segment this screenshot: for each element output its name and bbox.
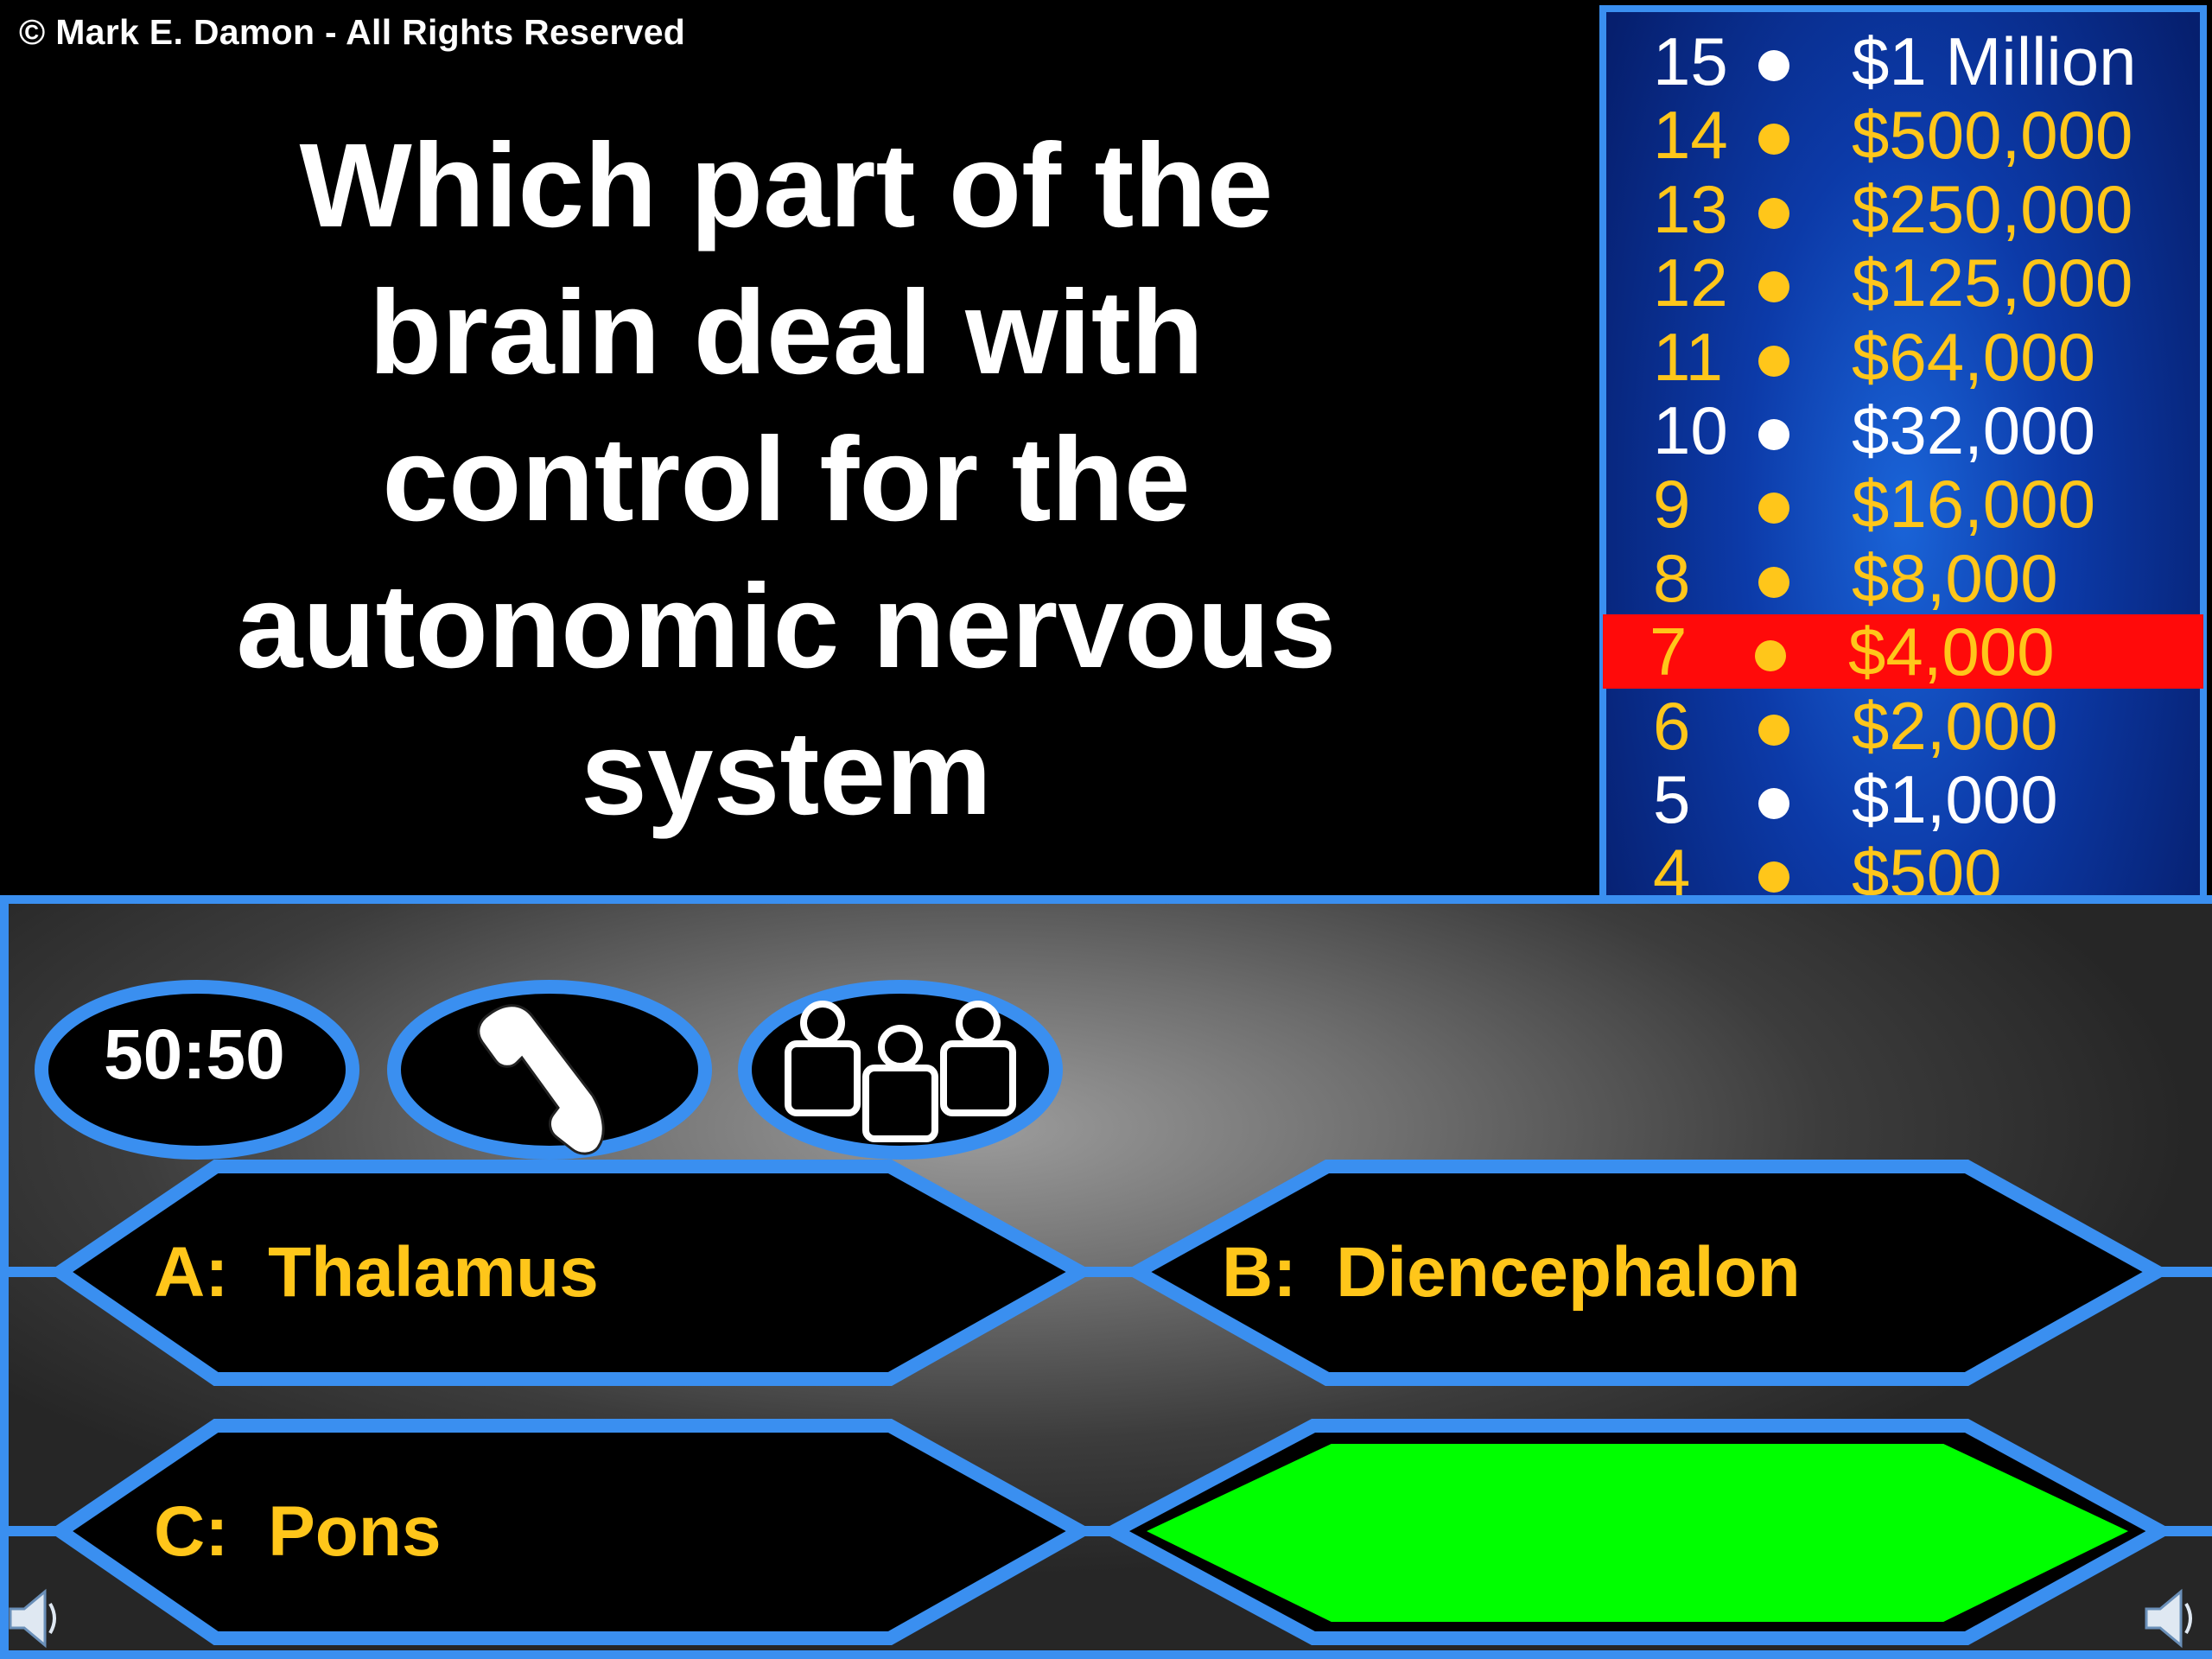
- question-line: system: [581, 707, 992, 840]
- ladder-amount: $2,000: [1852, 687, 2058, 764]
- ladder-dot-icon: [1755, 640, 1786, 672]
- ladder-dot-icon: [1758, 493, 1789, 524]
- question-line: control for the: [382, 413, 1191, 546]
- lifeline-fifty-fifty[interactable]: [33, 978, 361, 1161]
- ladder-amount: $1,000: [1852, 761, 2058, 837]
- ladder-level: 6: [1653, 687, 1691, 764]
- answer-panel: 50:50 A: Thalamus B: Diencephalon C: Pon…: [0, 895, 2212, 1659]
- ladder-dot-icon: [1758, 788, 1789, 819]
- speaker-icon[interactable]: [2143, 1586, 2198, 1650]
- copyright-text: © Mark E. Damon - All Rights Reserved: [19, 12, 686, 52]
- answer-c-shape[interactable]: [48, 1419, 1095, 1645]
- ladder-rung: 12 $125,000: [1606, 245, 2200, 320]
- ladder-dot-icon: [1758, 50, 1789, 81]
- question-line: autonomic nervous: [236, 560, 1337, 693]
- ladder-rung: 6 $2,000: [1606, 689, 2200, 763]
- answer-d-shape[interactable]: [1135, 1439, 2140, 1627]
- answer-c-text: C: Pons: [154, 1492, 442, 1571]
- ladder-rung: 10 $32,000: [1606, 393, 2200, 467]
- answer-a-shape[interactable]: [48, 1160, 1095, 1386]
- ladder-level: 5: [1653, 761, 1691, 837]
- answer-b-shape[interactable]: [1122, 1160, 2171, 1386]
- audience-icon[interactable]: [736, 978, 1065, 1161]
- ladder-dot-icon: [1758, 124, 1789, 156]
- ladder-rung: 13 $250,000: [1606, 172, 2200, 246]
- ladder-level: 7: [1649, 613, 1688, 690]
- ladder-rung: 7 $4,000: [1603, 613, 2203, 690]
- ladder-rung: 5 $1,000: [1606, 762, 2200, 836]
- lifeline-fifty-fifty-label: 50:50: [104, 1015, 285, 1094]
- ladder-amount: $32,000: [1852, 392, 2095, 468]
- ladder-dot-icon: [1758, 271, 1789, 303]
- answer-shapes: [48, 1160, 2175, 1645]
- ladder-amount: $250,000: [1852, 170, 2133, 247]
- ladder-amount: $500,000: [1852, 97, 2133, 174]
- phone-icon[interactable]: [385, 978, 714, 1161]
- question-text: Which part of the brain deal with contro…: [112, 112, 1460, 847]
- question-line: Which part of the: [299, 119, 1274, 252]
- ladder-level: 9: [1653, 466, 1691, 543]
- ladder-dot-icon: [1758, 419, 1789, 450]
- ladder-level: 13: [1653, 170, 1728, 247]
- question-line: brain deal with: [368, 266, 1205, 399]
- ladder-amount: $8,000: [1852, 539, 2058, 616]
- ladder-dot-icon: [1758, 197, 1789, 229]
- ladder-rung: 15 $1 Million: [1606, 24, 2200, 99]
- ladder-rung: 9 $16,000: [1606, 467, 2200, 541]
- speaker-icon[interactable]: [7, 1586, 62, 1650]
- ladder-level: 11: [1653, 318, 1723, 395]
- answer-a-text: A: Thalamus: [154, 1233, 599, 1312]
- ladder-level: 14: [1653, 97, 1728, 174]
- ladder-amount: $125,000: [1852, 245, 2133, 321]
- answer-b-text: B: Diencephalon: [1222, 1233, 1801, 1312]
- ladder-amount: $4,000: [1848, 613, 2055, 690]
- ladder-rung: 11 $64,000: [1606, 320, 2200, 394]
- ladder-dot-icon: [1758, 345, 1789, 377]
- ladder-amount: $16,000: [1852, 466, 2095, 543]
- ladder-rung: 8 $8,000: [1606, 541, 2200, 615]
- ladder-level: 10: [1653, 392, 1728, 468]
- ladder-level: 8: [1653, 539, 1691, 616]
- ladder-rung: 14 $500,000: [1606, 98, 2200, 172]
- ladder-dot-icon: [1758, 714, 1789, 746]
- ladder-amount: $64,000: [1852, 318, 2095, 395]
- ladder-dot-icon: [1758, 566, 1789, 598]
- ladder-level: 12: [1653, 245, 1728, 321]
- ladder-amount: $1 Million: [1852, 23, 2137, 99]
- ladder-level: 15: [1653, 23, 1728, 99]
- ladder-dot-icon: [1758, 861, 1789, 893]
